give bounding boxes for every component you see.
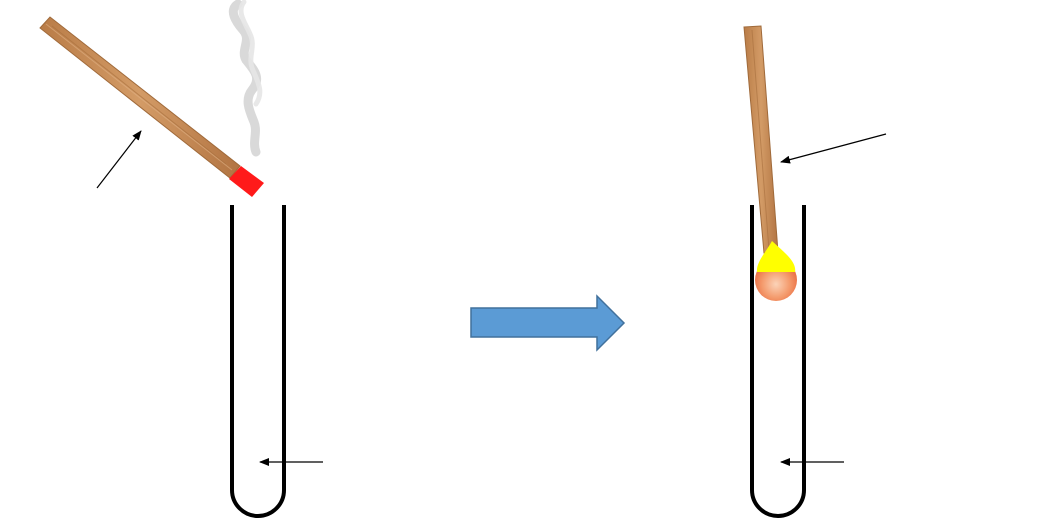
glowing-splint [39,16,264,197]
wood-grain [45,23,233,171]
smoke-wisp-inner [238,0,263,107]
wood-grain [751,29,770,251]
test-tube [750,205,806,518]
test-tube [230,205,286,518]
process-arrow [470,294,626,352]
relit-splint [743,25,779,254]
splint-wood [743,25,779,254]
left-panel [39,0,323,518]
wood-grain [51,25,227,165]
right-panel [743,25,887,518]
pointer-arrow-splint [96,130,142,189]
flame [755,241,797,301]
ember-tip [229,166,264,197]
pointer-arrow-flame-splint [780,133,887,164]
flame-tip [756,241,796,272]
